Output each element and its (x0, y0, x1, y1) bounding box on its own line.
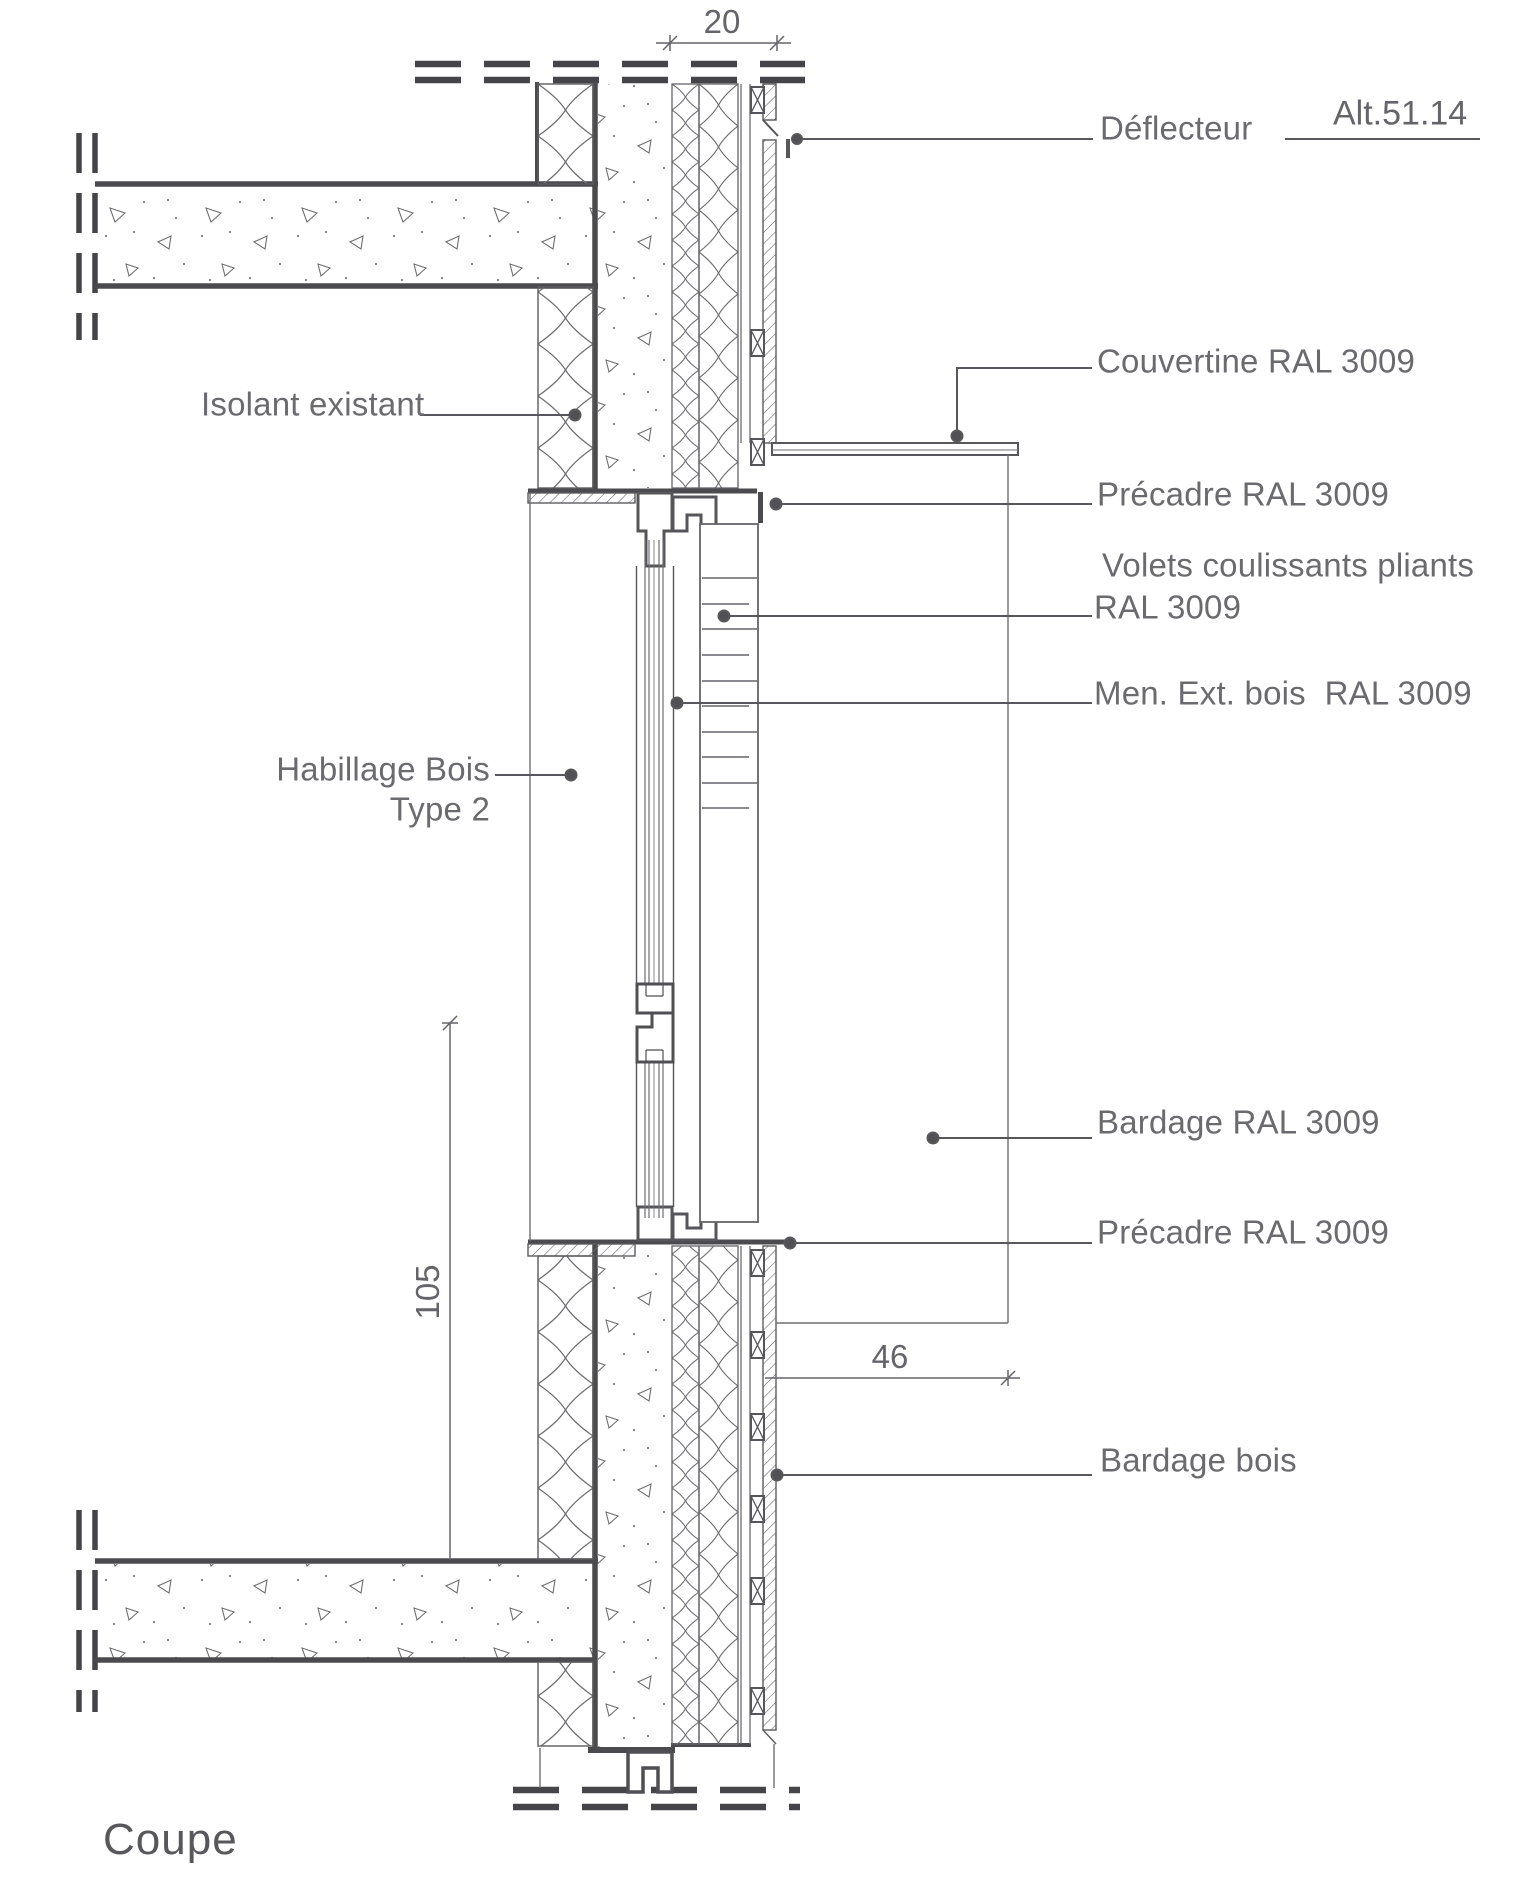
cut-line-slab-top-end (76, 133, 98, 340)
label-precadre-bottom: Précadre RAL 3009 (1097, 1213, 1390, 1251)
new-insulation-layer-2 (698, 83, 739, 1745)
label-couvertine: Couvertine RAL 3009 (1097, 342, 1416, 380)
label-deflecteur: Déflecteur (1100, 109, 1253, 147)
drawing-title: Coupe (103, 1815, 238, 1864)
leader-couvertine (950, 367, 1092, 443)
label-volets-line1: Volets coulissants pliants (1102, 546, 1475, 584)
volet-slats (702, 577, 757, 809)
reference-code: Alt.51.14 (1333, 94, 1468, 133)
dimension-105 (442, 1015, 458, 1560)
slab-bottom-concrete (95, 1564, 595, 1658)
leader-habillage (495, 768, 578, 782)
bottom-clip (626, 1750, 674, 1794)
existing-insulation (537, 83, 594, 1747)
frame-jamb-lines (635, 566, 675, 1207)
frame-sill-section (636, 1205, 674, 1242)
head-board (527, 492, 636, 504)
cut-line-slab-bottom-end (76, 1510, 98, 1712)
sill-board (527, 1243, 636, 1257)
precadre-head (671, 495, 718, 533)
volet-panel (699, 523, 759, 1223)
slab-top-concrete (95, 187, 595, 284)
wall-core-top-concrete (598, 84, 670, 488)
label-volets-line2: RAL 3009 (1094, 588, 1242, 626)
bardage-panel-outline (776, 455, 1009, 1324)
glazing (644, 540, 664, 1218)
dimension-20 (656, 35, 791, 51)
label-bardage-ral: Bardage RAL 3009 (1097, 1103, 1380, 1141)
structure-outlines (95, 82, 790, 1753)
wall-core-bottom-concrete (598, 1246, 670, 1747)
dimension-105-value: 105 (409, 1264, 446, 1320)
label-habillage-line1: Habillage Bois (276, 750, 490, 788)
label-isolant: Isolant existant (201, 385, 425, 423)
deflecteur-flashing (762, 83, 790, 158)
leader-precadre-top (769, 497, 1092, 511)
leader-precadre-bottom (783, 1236, 1092, 1250)
cut-line-top (415, 60, 805, 84)
dimension-46 (765, 1370, 1020, 1386)
leader-volets (717, 609, 1092, 623)
label-menuiserie: Men. Ext. bois RAL 3009 (1094, 674, 1472, 712)
existing-concrete (95, 84, 670, 1747)
leader-deflecteur (791, 133, 1093, 145)
label-bardage-bois: Bardage bois (1100, 1441, 1297, 1479)
leader-bardage-bois (770, 1468, 1092, 1482)
label-precadre-top: Précadre RAL 3009 (1097, 475, 1390, 513)
leader-bardage-ral (926, 1131, 1092, 1145)
leader-menuiserie (670, 696, 1092, 710)
wood-batten-strip (762, 139, 777, 1745)
reveal-boards (527, 492, 636, 1257)
couvertine-plate (771, 442, 1019, 456)
bottom-stub-lines (539, 1744, 775, 1788)
label-habillage-line2: Type 2 (389, 790, 490, 828)
dimension-20-value: 20 (703, 3, 741, 40)
window-frame (635, 491, 675, 1242)
new-insulation-layer-1 (671, 83, 700, 1745)
dimension-46-value: 46 (871, 1338, 909, 1375)
frame-head-section (636, 491, 674, 568)
leader-isolant (420, 408, 582, 422)
sash-interlock (635, 982, 675, 1064)
